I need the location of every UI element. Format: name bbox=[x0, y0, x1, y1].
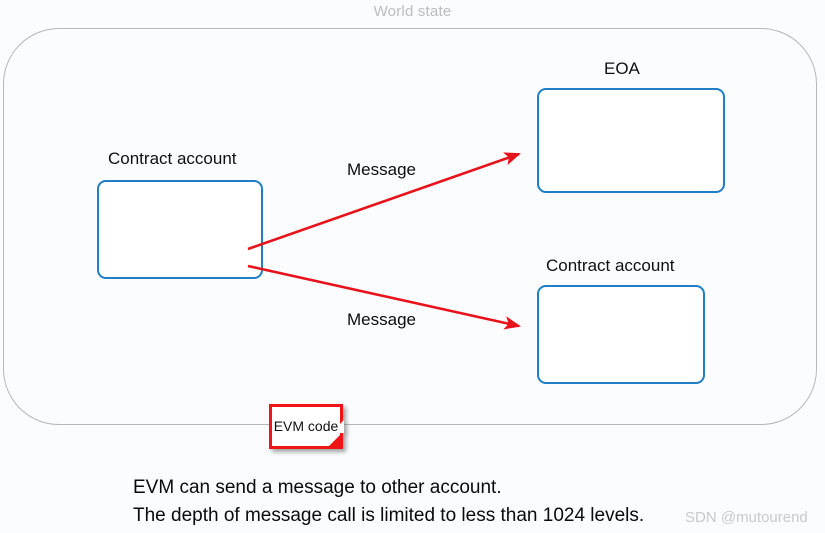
world-state-container bbox=[3, 28, 817, 425]
message-label-bottom: Message bbox=[347, 310, 416, 329]
contract-account-left-box[interactable]: EVM code bbox=[97, 180, 344, 449]
world-state-title: World state bbox=[373, 3, 452, 20]
eoa-box[interactable] bbox=[537, 88, 725, 193]
contract-account-right-box[interactable]: EVM code bbox=[537, 285, 705, 384]
evm-code-note-red-label: EVM code bbox=[273, 417, 339, 434]
contract-account-left-label: Contract account bbox=[108, 149, 237, 168]
caption-line-2: The depth of message call is limited to … bbox=[133, 505, 645, 526]
page-fold-icon bbox=[326, 420, 344, 449]
page-fold-inner-icon bbox=[331, 420, 344, 433]
evm-code-note-red[interactable]: EVM code bbox=[269, 404, 344, 449]
eoa-label: EOA bbox=[604, 59, 640, 78]
contract-account-right-label: Contract account bbox=[546, 256, 675, 275]
watermark: SDN @mutourend bbox=[685, 509, 808, 526]
caption-line-1: EVM can send a message to other account. bbox=[133, 477, 502, 498]
message-label-top: Message bbox=[347, 160, 416, 179]
